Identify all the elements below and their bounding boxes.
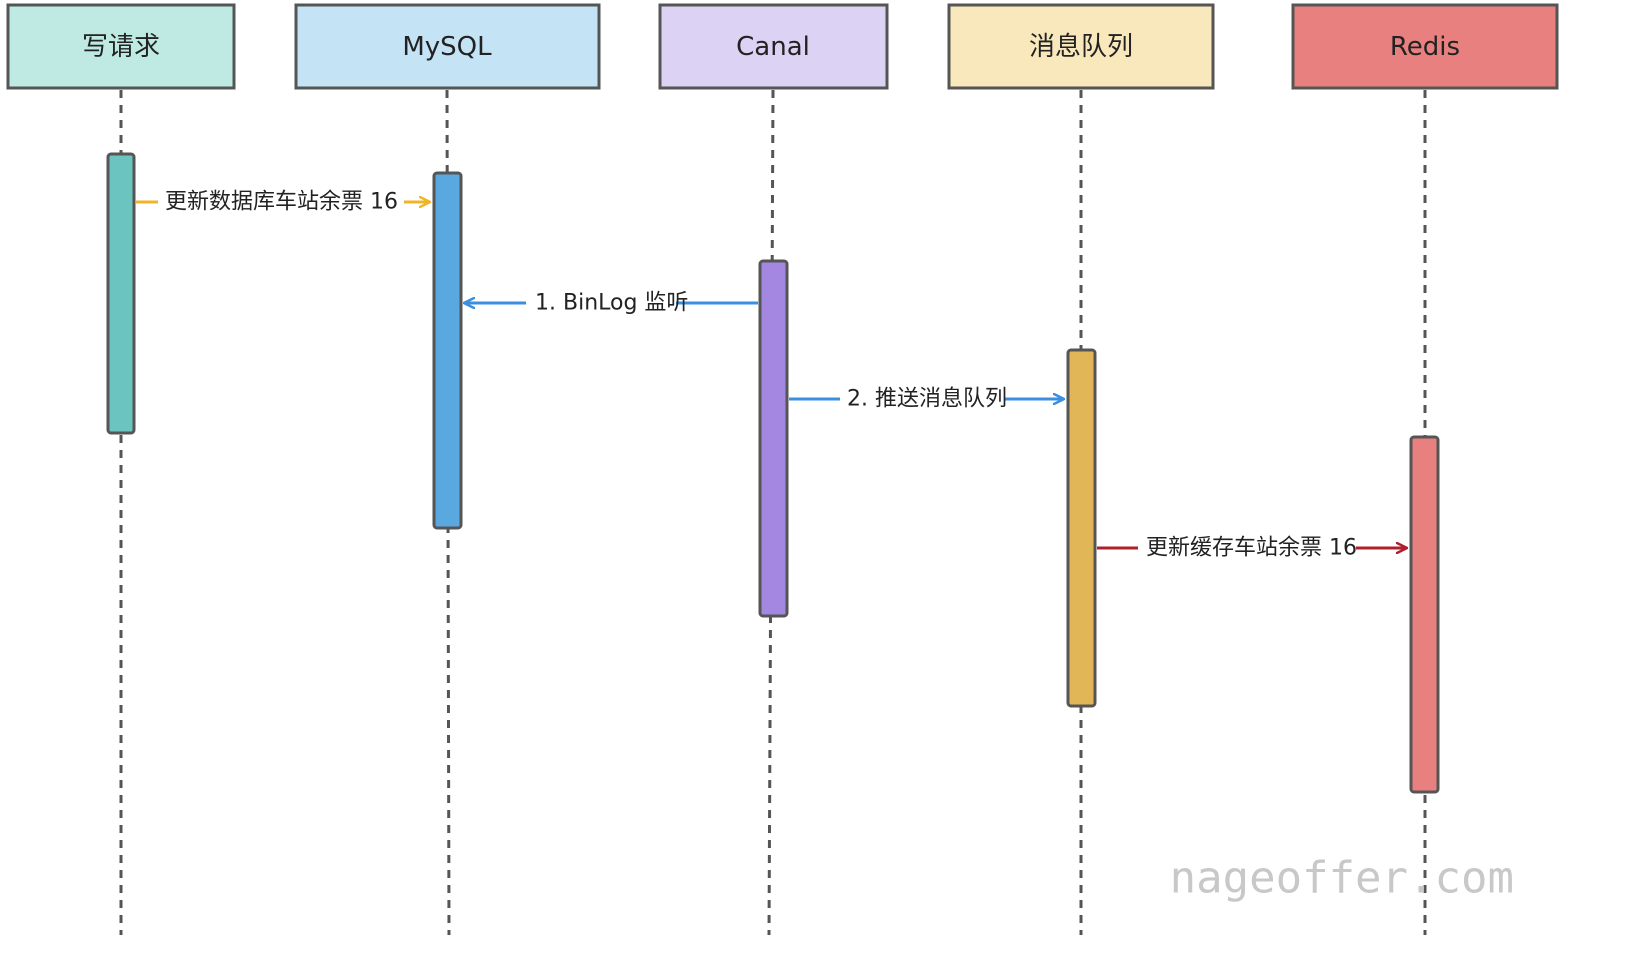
actor-label: 消息队列	[1029, 32, 1133, 62]
message-push-queue: 2. 推送消息队列	[789, 387, 1064, 412]
activation-bar-mysql	[432, 171, 463, 530]
actor-redis: Redis	[1291, 3, 1559, 90]
actor-box	[6, 3, 236, 90]
actor-write-request: 写请求	[6, 3, 236, 90]
activations	[106, 152, 1440, 794]
message-binlog-listen: 1. BinLog 监听	[464, 291, 758, 316]
actor-canal: Canal	[658, 3, 889, 90]
message-label: 更新缓存车站余票 16	[1146, 536, 1357, 561]
actor-message-queue: 消息队列	[947, 3, 1215, 90]
activation-bar-write-request	[106, 152, 136, 435]
message-update-db: 更新数据库车站余票 16	[136, 190, 430, 215]
actor-box	[947, 3, 1215, 90]
activation-bar-message-queue	[1066, 348, 1097, 708]
activation-bar-canal	[758, 259, 789, 618]
actor-box	[1291, 3, 1559, 90]
message-label: 更新数据库车站余票 16	[165, 190, 398, 215]
watermark-text: nageoffer.com	[1170, 853, 1514, 904]
activation-bar-redis	[1409, 435, 1440, 794]
actor-box	[658, 3, 889, 90]
actor-label: 写请求	[82, 32, 160, 62]
actor-label: MySQL	[402, 32, 492, 62]
actor-mysql: MySQL	[294, 3, 601, 90]
message-label: 1. BinLog 监听	[535, 291, 688, 316]
actor-box	[294, 3, 601, 90]
message-label: 2. 推送消息队列	[847, 387, 1007, 412]
actor-label: Canal	[736, 32, 810, 62]
actor-label: Redis	[1390, 32, 1460, 62]
message-update-cache: 更新缓存车站余票 16	[1097, 536, 1407, 561]
